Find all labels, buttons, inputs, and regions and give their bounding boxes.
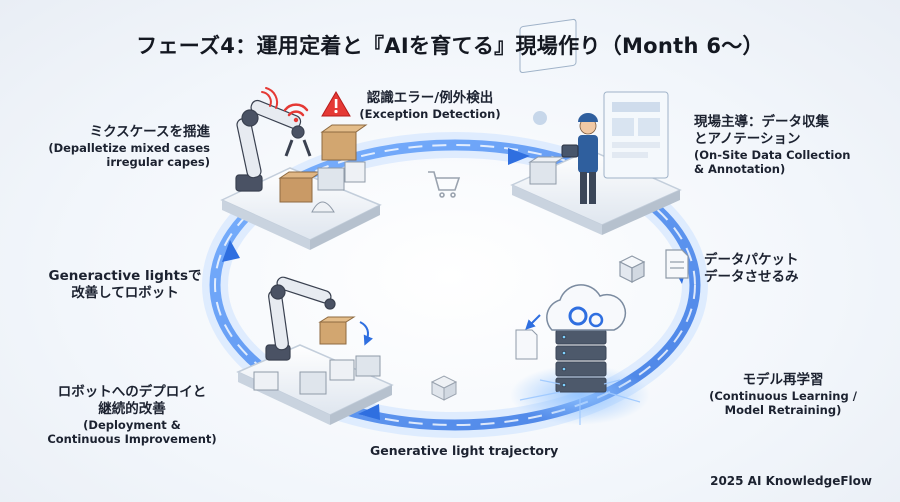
retraining-station: [510, 284, 650, 425]
flow-ring: [202, 132, 708, 438]
label-onsite-collection: 現場主導：データ収集 とアノテーション (On-Site Data Collec…: [694, 114, 894, 176]
arrow-top: [508, 148, 530, 165]
retrain-label-en1: (Continuous Learning /: [709, 389, 857, 403]
label-model-retraining: モデル再学習 (Continuous Learning / Model Retr…: [688, 372, 878, 417]
deploy-label-jp2: 継続的改善: [98, 401, 166, 417]
box-icon: [253, 316, 381, 395]
box-icon: [430, 375, 458, 401]
signal-icon: [261, 87, 279, 109]
tablet-icon: [561, 144, 579, 158]
page-title: フェーズ4：運用定着と『AIを育てる』現場作り（Month 6〜）: [136, 34, 764, 58]
depal-label-en2: irregular capes): [106, 155, 210, 169]
retrain-label-jp: モデル再学習: [742, 372, 824, 388]
label-generative-improve: Generactive lightsで 改善してロボット: [40, 268, 210, 302]
screen-panel: [519, 18, 669, 179]
depal-label-jp: ミクスケースを揺進: [89, 124, 210, 140]
arrow-bottom: [358, 404, 380, 420]
packet-label-jp1: データパケット: [704, 252, 799, 268]
worker-icon: [561, 113, 598, 204]
arrow-left: [222, 240, 240, 262]
label-data-packet: データパケット データさせるみ: [704, 252, 884, 286]
improve-label-jp1: Generactive lightsで: [48, 268, 202, 284]
robot-arm-icon: [235, 99, 312, 192]
box-icon: [278, 124, 368, 213]
document-icon: [515, 329, 538, 360]
circuit-lines: [519, 379, 641, 425]
deploy-station: [236, 276, 394, 425]
warning-icon: [321, 91, 351, 117]
deploy-label-en2: Continuous Improvement): [47, 432, 217, 446]
trajectory-label: Generative light trajectory: [370, 443, 559, 458]
exception-label-en: (Exception Detection): [359, 107, 501, 121]
label-exception-detection: 認識エラー/例外検出 (Exception Detection): [330, 90, 530, 121]
label-depalletize: ミクスケースを揺進 (Depalletize mixed cases irreg…: [20, 124, 210, 169]
label-deployment: ロボットへのデプロイと 継続的改善 (Deployment & Continuo…: [42, 384, 222, 446]
improve-label-jp2: 改善してロボット: [71, 285, 179, 301]
onsite-label-en1: (On-Site Data Collection: [694, 148, 851, 162]
label-trajectory: Generative light trajectory: [370, 444, 590, 458]
server-stack-icon: [555, 329, 607, 393]
robot-arm-icon: [265, 276, 336, 361]
onsite-annotation-station: [510, 18, 682, 235]
depalletize-station: [220, 87, 382, 250]
exception-label-jp: 認識エラー/例外検出: [366, 90, 494, 106]
onsite-label-jp2: とアノテーション: [694, 131, 801, 147]
cart-icon: [428, 171, 461, 198]
document-icon: [618, 249, 689, 283]
cloud-gear-icon: [546, 284, 627, 331]
depal-label-en1: (Depalletize mixed cases: [48, 141, 210, 155]
deploy-label-jp1: ロボットへのデプロイと: [57, 384, 207, 400]
packet-label-jp2: データさせるみ: [704, 269, 799, 285]
onsite-label-jp1: 現場主導：データ収集: [694, 114, 829, 130]
retrain-label-en2: Model Retraining): [724, 403, 842, 417]
deploy-label-en1: (Deployment &: [83, 418, 181, 432]
credit-footer: 2025 AI KnowledgeFlow: [710, 474, 872, 488]
onsite-label-en2: & Annotation): [694, 162, 786, 176]
wifi-icon: [283, 103, 309, 123]
